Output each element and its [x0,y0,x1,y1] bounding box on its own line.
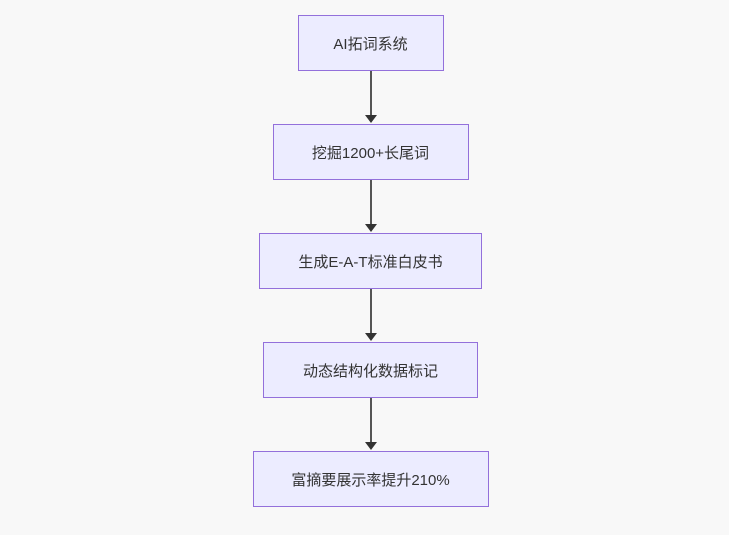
flowchart-canvas: AI拓词系统 挖掘1200+长尾词 生成E-A-T标准白皮书 动态结构化数据标记… [6,0,729,535]
node-label: AI拓词系统 [333,35,408,53]
arrow-shaft [369,289,372,334]
node-label: 富摘要展示率提升210% [291,471,450,489]
node-ai-keyword-expansion-system: AI拓词系统 [297,15,444,71]
node-dynamic-structured-data-markup: 动态结构化数据标记 [263,342,478,398]
node-generate-eat-whitepaper: 生成E-A-T标准白皮书 [259,233,482,289]
node-mine-longtail-keywords: 挖掘1200+长尾词 [272,124,469,180]
node-label: 挖掘1200+长尾词 [311,144,430,162]
arrow-head-icon [364,115,377,123]
arrow-shaft [369,398,372,443]
arrow-shaft [369,71,372,116]
node-label: 动态结构化数据标记 [302,362,438,380]
arrow-shaft [369,180,372,225]
arrow-head-icon [364,224,377,232]
arrow-a-to-b [364,71,377,124]
arrow-head-icon [364,333,377,341]
node-label: 生成E-A-T标准白皮书 [298,253,443,271]
arrow-d-to-e [364,398,377,451]
arrow-b-to-c [364,180,377,233]
node-rich-snippet-rate-increase: 富摘要展示率提升210% [252,451,489,507]
arrow-head-icon [364,442,377,450]
arrow-c-to-d [364,289,377,342]
